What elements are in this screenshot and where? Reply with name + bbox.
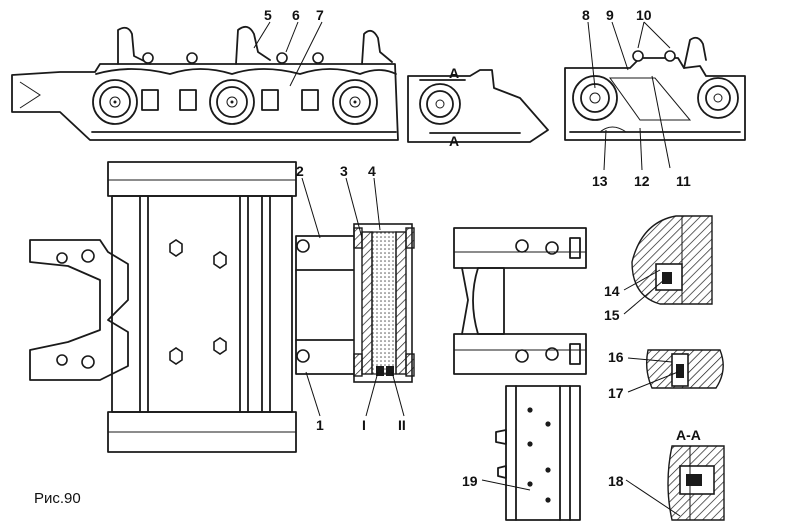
section-title-a-a: А-А xyxy=(676,427,701,443)
callout-8: 8 xyxy=(582,7,590,23)
shoe-plate-detail xyxy=(495,385,581,521)
callout-2: 2 xyxy=(296,163,304,179)
callout-14: 14 xyxy=(604,283,620,299)
pin-eye-2 xyxy=(209,79,255,125)
callout-11: 11 xyxy=(676,173,691,189)
callout-7: 7 xyxy=(316,7,324,23)
callout-5: 5 xyxy=(264,7,272,23)
link-pair-plan-view xyxy=(453,227,587,375)
seal-detail-14-15 xyxy=(631,215,713,305)
section-mark-top: А xyxy=(449,65,459,81)
pin-eye-3 xyxy=(332,79,378,125)
callout-10: 10 xyxy=(636,7,652,23)
callout-6: 6 xyxy=(292,7,300,23)
figure-caption: Рис.90 xyxy=(34,490,81,507)
pin-section xyxy=(353,223,415,383)
section-mark-bottom: А xyxy=(449,133,459,149)
track-chain-side-view xyxy=(11,25,399,141)
callout-labels: 5 6 7 8 9 10 13 12 11 2 3 4 1 I II 14 15… xyxy=(34,7,701,507)
callout-roman-2: II xyxy=(398,417,406,433)
callout-15: 15 xyxy=(604,307,620,323)
pin-eye-1 xyxy=(92,79,138,125)
callout-18: 18 xyxy=(608,473,624,489)
callout-17: 17 xyxy=(608,385,624,401)
callout-19: 19 xyxy=(462,473,478,489)
callout-roman-1: I xyxy=(362,417,366,433)
callout-12: 12 xyxy=(634,173,650,189)
callout-9: 9 xyxy=(606,7,614,23)
callout-16: 16 xyxy=(608,349,624,365)
section-a-a-detail xyxy=(667,445,725,521)
leader-lines xyxy=(253,21,681,517)
link-detail-view xyxy=(564,36,746,141)
seal-detail-16-17 xyxy=(645,349,724,389)
callout-4: 4 xyxy=(368,163,376,179)
callout-3: 3 xyxy=(340,163,348,179)
callout-1: 1 xyxy=(316,417,324,433)
link-with-section-mark: А А xyxy=(407,65,549,149)
callout-13: 13 xyxy=(592,173,608,189)
